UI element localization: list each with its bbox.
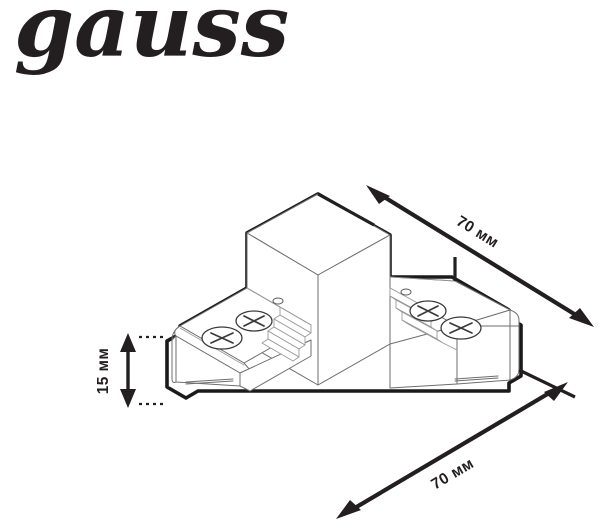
right-arm-screw-inner [409,300,447,322]
brand-logo-text: gauss [14,0,288,77]
extension-line-top [317,192,375,227]
right-arm-contact-strip [454,375,499,382]
left-arm-groove-6 [261,338,300,362]
screw-cross-slot [243,315,265,327]
screw-cross-slot [449,322,473,334]
left-arm-screw-inner [235,310,273,332]
dimension-line [374,190,586,322]
arrowhead-top [120,333,136,352]
left-arm-endcap-front [171,335,177,383]
screw-cross-slot [210,332,234,344]
track-connector-body [165,192,523,400]
right-arm-screw-outer [440,316,482,340]
gauss-brand-logo: gauss [14,0,288,77]
dimension-height-left: 15 мм [95,333,163,408]
screw-cross-slot [417,305,439,317]
extension-line-bottom [518,368,576,399]
arrowhead-end [569,308,594,327]
right-arm-endcap-front [509,325,520,381]
left-arm-vent-hole [272,297,284,305]
left-arm-screw-outer [201,326,243,350]
left-arm-endcap-edge [171,325,181,341]
left-arm-contact-strip [185,378,234,385]
arrowhead-end [544,382,568,401]
dimension-label-height-left: 15 мм [95,348,112,394]
right-arm-endcap-top [509,309,520,327]
arrowhead-start [336,500,361,519]
arrowhead-start [366,185,390,204]
dimension-line [346,387,558,514]
right-arm-vent-hole [400,288,412,296]
right-arm-groove-guides [389,276,458,351]
arrowhead-bottom [120,389,136,408]
